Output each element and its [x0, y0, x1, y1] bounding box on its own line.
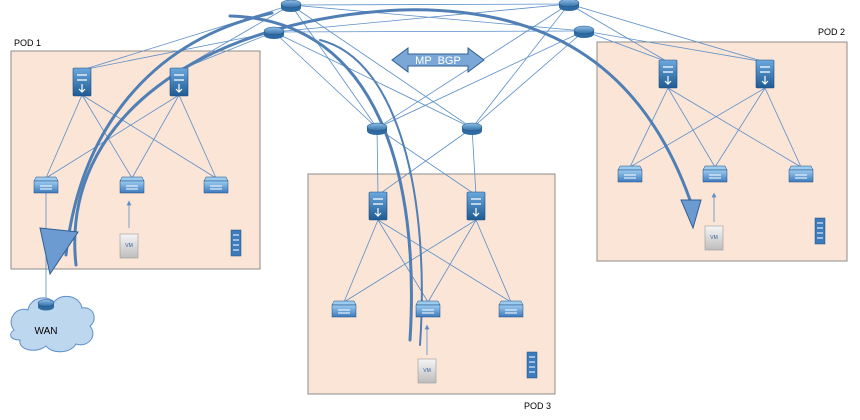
mp-bgp-label: MP BGP: [415, 55, 461, 67]
router-icon: [366, 122, 388, 135]
server-icon: [814, 217, 826, 245]
leaf-switch-icon: [702, 165, 728, 183]
pod2-label: POD 2: [818, 27, 845, 37]
pod2-links: [629, 87, 802, 222]
spine-switch-icon: [755, 59, 775, 89]
vms: VM VM VM: [119, 225, 724, 384]
flow-pod1-to-wan: [64, 11, 274, 257]
router-icon: [37, 299, 55, 311]
wan-cloud: WAN: [10, 295, 95, 353]
wan-arrowhead: [39, 227, 79, 276]
pod1-links: [45, 94, 217, 300]
spine-switch-icon: [169, 67, 189, 97]
ipn-routers: [263, 0, 595, 135]
wan-label: WAN: [35, 326, 58, 337]
leaf-switch-icon: [788, 165, 814, 183]
ipn-links: [81, 3, 766, 196]
spine-switch-icon: [368, 191, 388, 221]
router-icon: [461, 122, 483, 135]
pod3-label: POD 3: [524, 401, 551, 411]
leaf-switches: [33, 165, 814, 318]
leaf-switch-icon: [498, 300, 524, 318]
leaf-switch-icon: [119, 176, 145, 194]
flow-pod3-loop: [319, 39, 423, 346]
spine-switches: [72, 59, 775, 221]
router-icon: [280, 0, 302, 12]
server-icon: [526, 351, 538, 379]
router-icon: [558, 0, 580, 11]
vm-icon: VM: [417, 358, 437, 384]
router-icon: [263, 26, 285, 39]
servers: [230, 217, 826, 379]
server-icon: [230, 229, 242, 257]
mp-bgp-arrow: MP BGP: [391, 47, 485, 73]
spine-switch-icon: [658, 59, 678, 89]
leaf-switch-icon: [415, 300, 441, 318]
traffic-flows: [64, 8, 692, 346]
pod3-box: [307, 173, 556, 395]
leaf-switch-icon: [617, 165, 643, 183]
flow-pod2-to-pod1: [73, 8, 692, 267]
pod2-box: [596, 41, 848, 262]
spine-switch-icon: [466, 191, 486, 221]
flow-pod3-to-top: [228, 14, 413, 342]
spine-switch-icon: [72, 67, 92, 97]
leaf-switch-icon: [203, 176, 229, 194]
pod2-arrowhead: [680, 199, 702, 230]
router-icon: [573, 25, 595, 38]
leaf-switch-icon: [331, 300, 357, 318]
leaf-switch-icon: [33, 176, 59, 194]
vm-label: VM: [423, 368, 431, 374]
vm-icon: VM: [119, 233, 139, 259]
vm-label: VM: [710, 235, 718, 241]
pod1-label: POD 1: [14, 38, 41, 48]
vm-icon: VM: [704, 225, 724, 251]
vm-label: VM: [125, 243, 133, 249]
